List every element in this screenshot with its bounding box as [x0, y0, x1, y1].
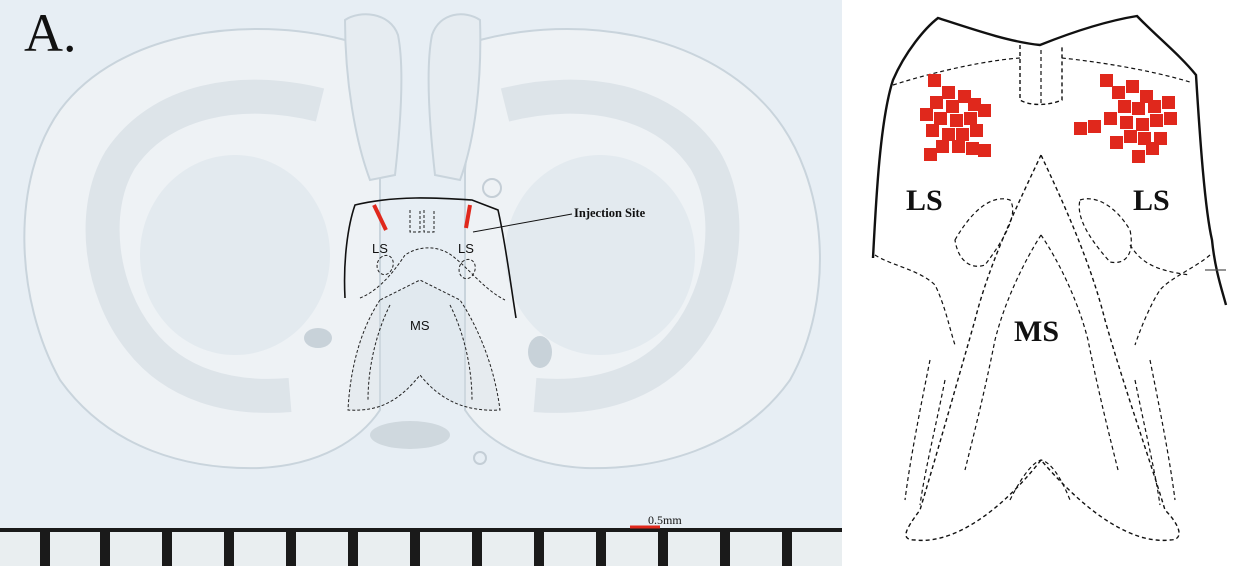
injection-marker-square: [1104, 112, 1117, 125]
injection-marker-square: [1110, 136, 1123, 149]
ruler-strip: [0, 529, 842, 566]
photo-ms-label: MS: [410, 318, 430, 333]
lower-midline-spot: [370, 421, 450, 449]
injection-marker-square: [928, 74, 941, 87]
injection-marker-square: [1120, 116, 1133, 129]
injection-marker-square: [966, 142, 979, 155]
injection-marker-square: [936, 140, 949, 153]
scale-bar-label: 0.5mm: [648, 513, 682, 527]
injection-marker-square: [978, 104, 991, 117]
injection-marker-square: [930, 96, 943, 109]
injection-marker-square: [1088, 120, 1101, 133]
injection-marker-square: [926, 124, 939, 137]
injection-marker-square: [924, 148, 937, 161]
ruler-tick: [100, 532, 110, 566]
injection-marker-square: [942, 86, 955, 99]
injection-marker-square: [1126, 80, 1139, 93]
injection-marker-square: [978, 144, 991, 157]
left-ventricle-spot: [304, 328, 332, 348]
injection-marker-square: [1136, 118, 1149, 131]
ruler-tick: [596, 532, 606, 566]
injection-marker-square: [1118, 100, 1131, 113]
schematic-ls-left-label: LS: [906, 184, 943, 217]
photo-ls-right-label: LS: [458, 241, 474, 256]
injection-marker-square: [1162, 96, 1175, 109]
right-ventricle-spot: [528, 336, 552, 368]
ruler-tick: [224, 532, 234, 566]
injection-marker-square: [1124, 130, 1137, 143]
ruler-tick: [720, 532, 730, 566]
photo-ls-left-label: LS: [372, 241, 388, 256]
ruler-tick: [782, 532, 792, 566]
ruler-tick: [348, 532, 358, 566]
schematic-ls-right-label: LS: [1133, 184, 1170, 217]
right-striatum: [505, 155, 695, 355]
injection-site-label: Injection Site: [574, 206, 646, 220]
ruler-tick: [286, 532, 296, 566]
injection-marker-square: [1132, 102, 1145, 115]
photo-panel: LS LS MS Injection Site 0.5mm: [0, 0, 842, 566]
injection-marker-square: [1100, 74, 1113, 87]
injection-marker-square: [964, 112, 977, 125]
ruler-tick: [472, 532, 482, 566]
ruler-tick: [40, 532, 50, 566]
injection-marker-square: [956, 128, 969, 141]
injection-marker-square: [934, 112, 947, 125]
schematic-ms-label: MS: [1014, 315, 1059, 348]
injection-marker-square: [1150, 114, 1163, 127]
ruler-tick: [410, 532, 420, 566]
injection-marker-square: [1132, 150, 1145, 163]
injection-marker-square: [1164, 112, 1177, 125]
ruler-tick: [162, 532, 172, 566]
injection-marker-square: [1112, 86, 1125, 99]
left-striatum: [140, 155, 330, 355]
injection-marker-square: [970, 124, 983, 137]
ruler-tick: [658, 532, 668, 566]
injection-marker-square: [946, 100, 959, 113]
ruler-tick: [534, 532, 544, 566]
injection-marker-square: [1148, 100, 1161, 113]
injection-marker-square: [1074, 122, 1087, 135]
injection-marker-square: [952, 140, 965, 153]
panel-label: A.: [24, 6, 77, 60]
injection-marker-square: [1146, 142, 1159, 155]
schematic-panel: LS LS MS: [842, 0, 1258, 566]
injection-marker-square: [950, 114, 963, 127]
injection-marker-square: [920, 108, 933, 121]
injection-marker-square: [942, 128, 955, 141]
